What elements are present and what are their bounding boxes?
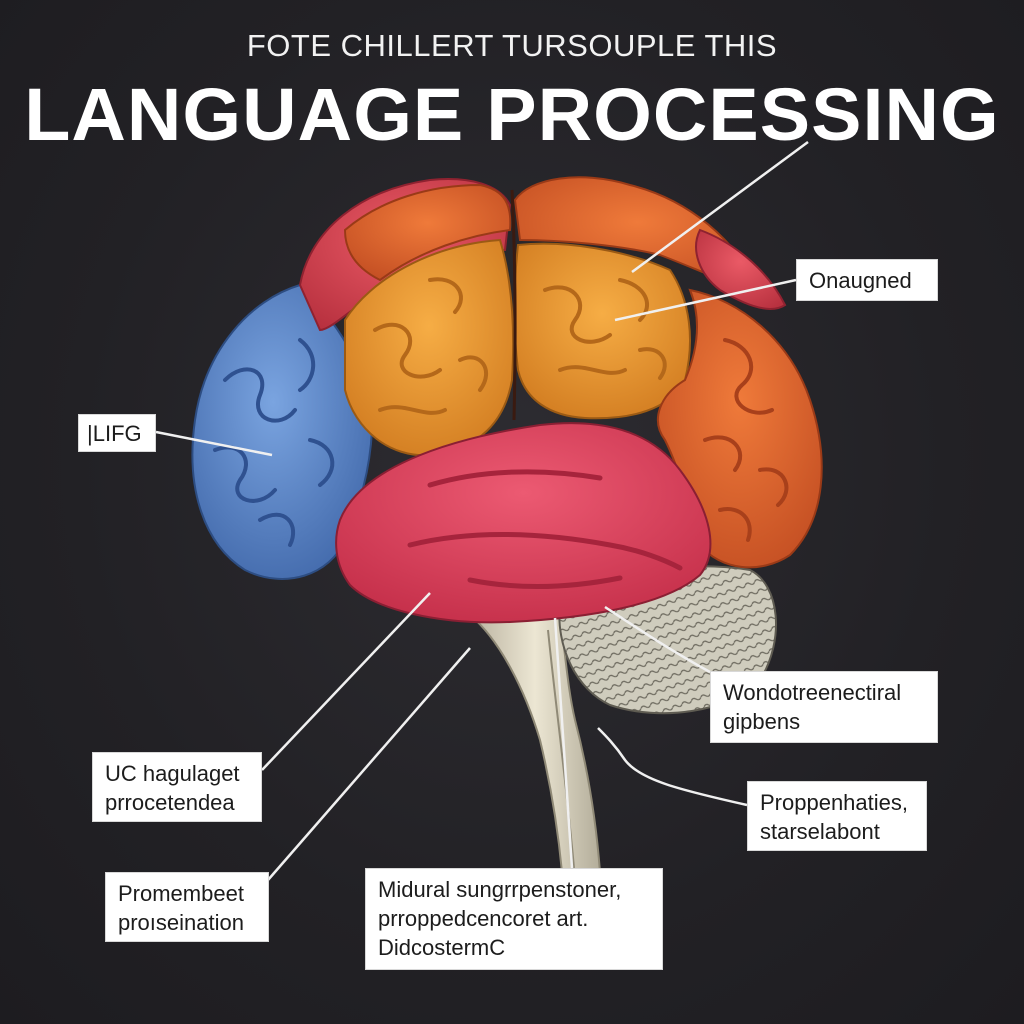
label-top-right: Onaugned (796, 259, 938, 301)
label-left-low-line-2: prrocetendea (105, 788, 249, 817)
label-right-low-line-2: starselabont (760, 817, 914, 846)
label-bottom-mid-line-1: Midural sungrrpenstoner, (378, 875, 650, 904)
label-bottom-left-line-2: proıseination (118, 908, 256, 937)
label-bottom-mid: Midural sungrrpenstoner, prroppedcencore… (365, 868, 663, 970)
label-right-mid-line-2: gipbens (723, 707, 925, 736)
label-top-right-line-1: Onaugned (809, 266, 925, 295)
label-left-low-line-1: UC hagulaget (105, 759, 249, 788)
label-left: |LIFG (78, 414, 156, 452)
label-bottom-left-line-1: Promembeet (118, 879, 256, 908)
label-right-mid: Wondotreenectiral gipbens (710, 671, 938, 743)
label-right-low: Proppenhaties, starselabont (747, 781, 927, 851)
label-left-line-1: |LIFG (87, 419, 147, 448)
label-bottom-mid-line-3: DidcostermC (378, 933, 650, 962)
pointer-left-low (262, 593, 430, 770)
label-right-mid-line-1: Wondotreenectiral (723, 678, 925, 707)
label-bottom-mid-line-2: prroppedcencoret art. (378, 904, 650, 933)
label-right-low-line-1: Proppenhaties, (760, 788, 914, 817)
label-bottom-left: Promembeet proıseination (105, 872, 269, 942)
lobe-orange-right (514, 244, 690, 419)
label-left-low: UC hagulaget prrocetendea (92, 752, 262, 822)
pointer-bottom-left (268, 648, 470, 880)
lobe-temporal (336, 423, 710, 622)
